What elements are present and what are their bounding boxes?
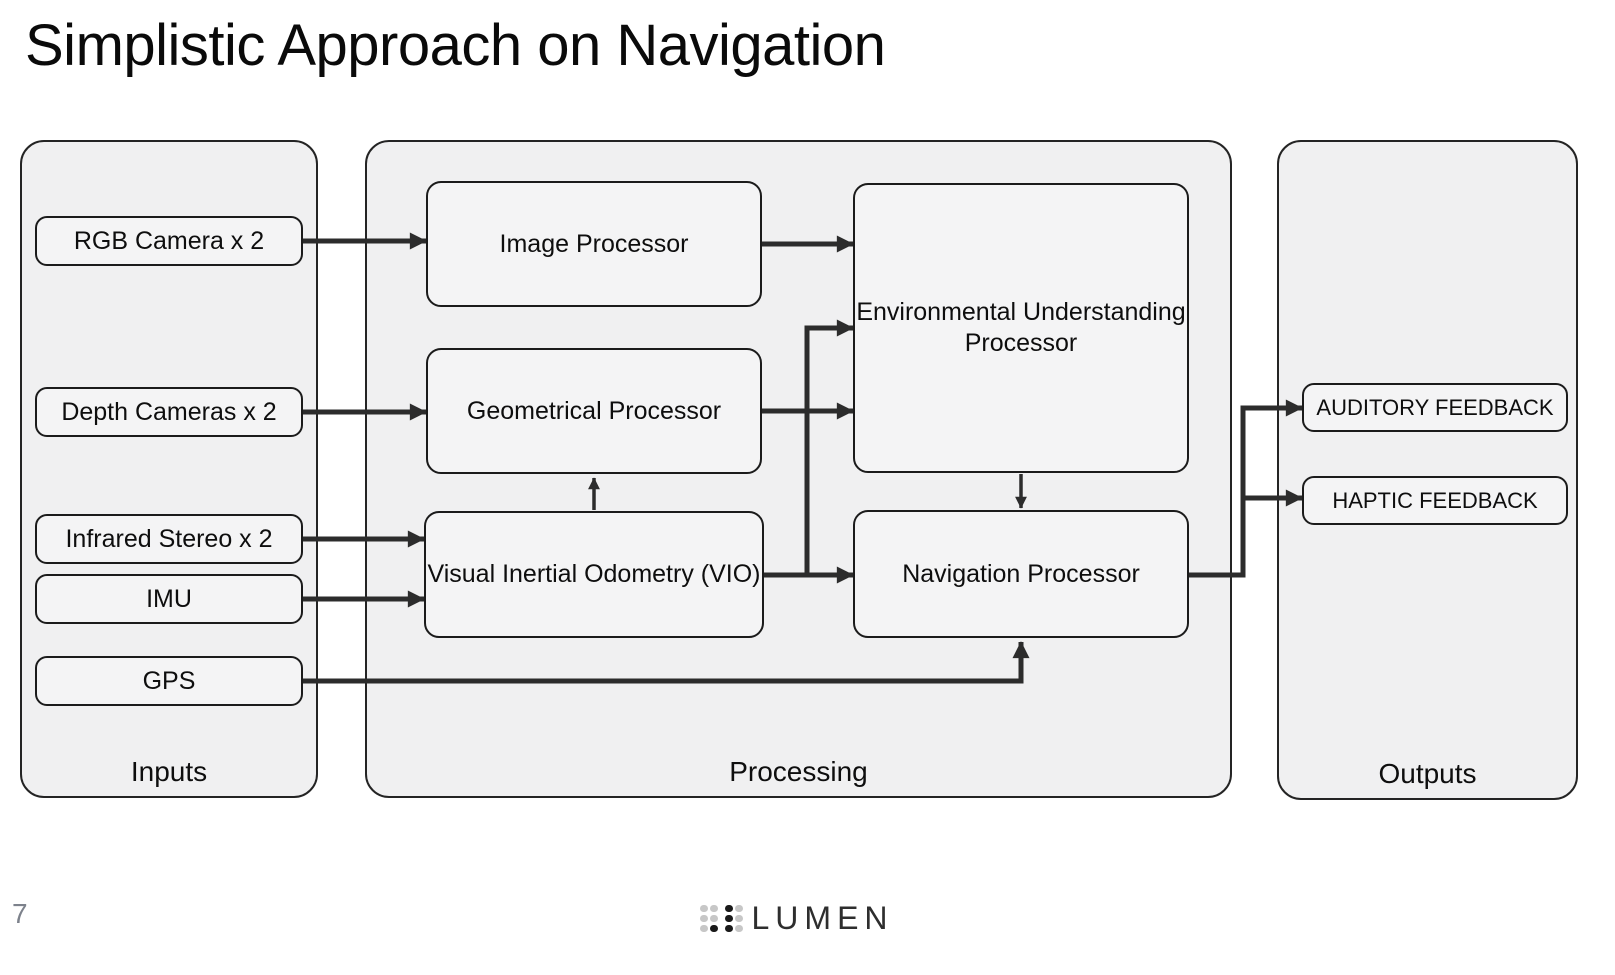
panel-processing-label: Processing	[729, 756, 868, 787]
node-environmental-understanding-processor-label: Environmental Understanding Processor	[856, 298, 1186, 357]
node-depth-cameras-label: Depth Cameras x 2	[61, 397, 277, 426]
lumen-braille-dots-icon	[700, 904, 743, 933]
lumen-logo: LUMEN	[700, 900, 894, 937]
node-imu-label: IMU	[146, 584, 192, 613]
panel-outputs-label: Outputs	[1378, 758, 1477, 789]
node-image-processor: Image Processor	[426, 181, 762, 307]
panel-inputs-label: Inputs	[130, 756, 208, 787]
node-auditory-feedback: AUDITORY FEEDBACK	[1302, 383, 1568, 432]
node-image-processor-label: Image Processor	[499, 229, 689, 258]
node-haptic-feedback: HAPTIC FEEDBACK	[1302, 476, 1568, 525]
node-rgb-camera-label: RGB Camera x 2	[73, 226, 265, 255]
node-auditory-feedback-label: AUDITORY FEEDBACK	[1316, 395, 1554, 420]
node-visual-inertial-odometry: Visual Inertial Odometry (VIO)	[424, 511, 764, 638]
node-gps-label: GPS	[142, 666, 196, 695]
node-geometrical-processor: Geometrical Processor	[426, 348, 762, 474]
node-infrared-stereo: Infrared Stereo x 2	[35, 514, 303, 564]
lumen-logo-text: LUMEN	[751, 900, 894, 936]
node-depth-cameras: Depth Cameras x 2	[35, 387, 303, 437]
node-imu: IMU	[35, 574, 303, 624]
panel-outputs: Outputs	[1277, 140, 1578, 800]
node-environmental-understanding-processor: Environmental Understanding Processor	[853, 183, 1189, 473]
node-gps: GPS	[35, 656, 303, 706]
node-haptic-feedback-label: HAPTIC FEEDBACK	[1332, 488, 1538, 513]
node-infrared-stereo-label: Infrared Stereo x 2	[65, 524, 273, 553]
page-number: 7	[12, 898, 28, 929]
node-navigation-processor: Navigation Processor	[853, 510, 1189, 638]
page-title: Simplistic Approach on Navigation	[25, 13, 886, 78]
node-visual-inertial-odometry-label: Visual Inertial Odometry (VIO)	[427, 560, 761, 588]
node-geometrical-processor-label: Geometrical Processor	[466, 396, 722, 425]
node-rgb-camera: RGB Camera x 2	[35, 216, 303, 266]
node-navigation-processor-label: Navigation Processor	[902, 559, 1140, 588]
